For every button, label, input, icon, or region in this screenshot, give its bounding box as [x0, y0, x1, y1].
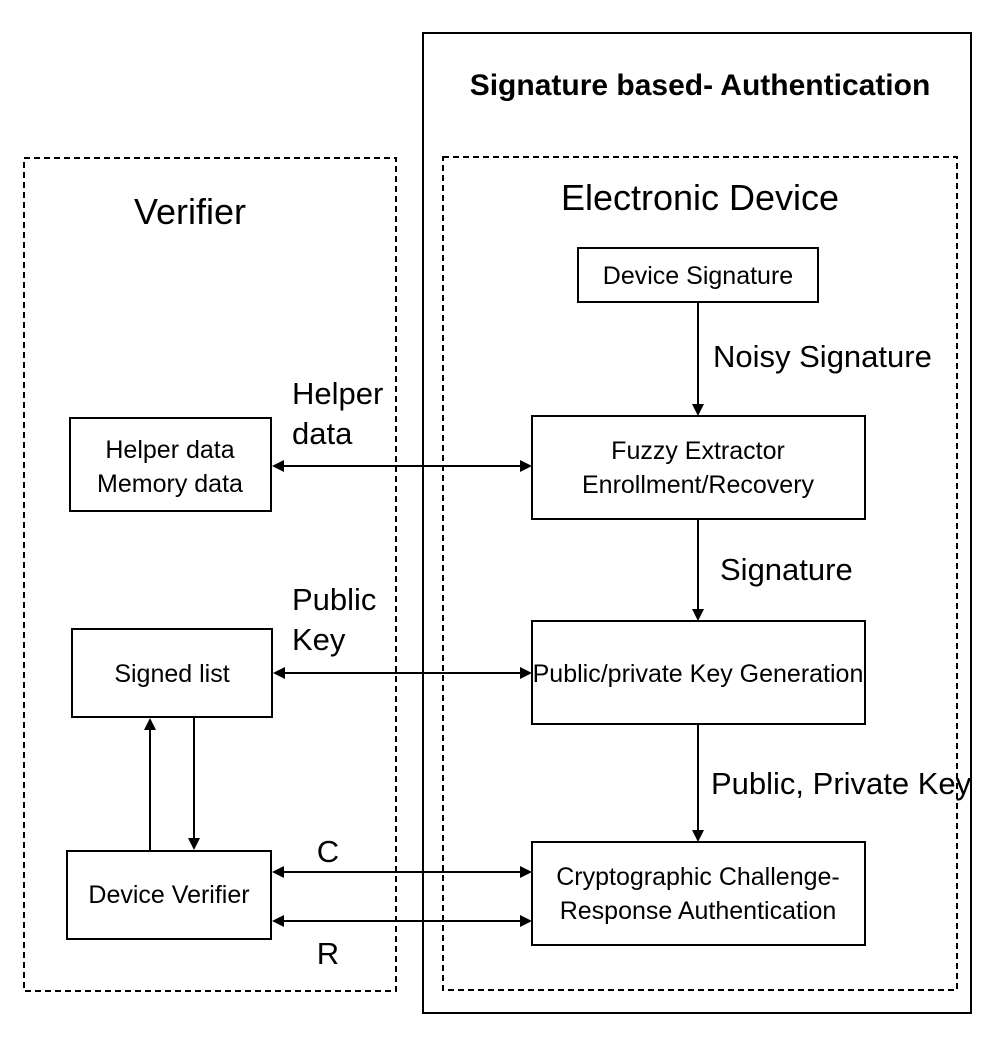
fuzzy-extractor-line2: Enrollment/Recovery: [582, 471, 815, 499]
helper-memory-box: [69, 417, 272, 512]
fuzzy-extractor-line1: Fuzzy Extractor: [611, 437, 785, 465]
helper-box-line1: Helper data: [105, 436, 234, 464]
signed-list-box: [71, 628, 273, 718]
signed-list-text: Signed list: [114, 660, 229, 688]
crypto-auth-line1: Cryptographic Challenge-: [556, 863, 839, 891]
challenge-label: C: [317, 834, 339, 869]
helper-box-line2: Memory data: [97, 470, 243, 498]
signature-label: Signature: [720, 552, 853, 587]
device-verifier-box: [66, 850, 272, 940]
key-generation-box: [531, 620, 866, 725]
key-generation-text: Public/private Key Generation: [533, 660, 864, 688]
authentication-frame: [422, 32, 972, 1014]
electronic-device-group: [442, 156, 958, 991]
noisy-signature-label: Noisy Signature: [713, 339, 932, 374]
diagram-title: Signature based- Authentication: [470, 69, 931, 102]
verifier-group: [23, 157, 397, 992]
device-signature-text: Device Signature: [603, 262, 793, 290]
public-private-key-label: Public, Private Key: [711, 766, 972, 801]
fuzzy-extractor-box: [531, 415, 866, 520]
helper-data-label-line1: Helper: [292, 376, 383, 411]
public-key-label-line2: Key: [292, 622, 346, 657]
public-key-label-line1: Public: [292, 582, 376, 617]
device-signature-box: [577, 247, 819, 303]
helper-data-label-line2: data: [292, 416, 353, 451]
response-label: R: [317, 936, 339, 971]
crypto-auth-line2: Response Authentication: [560, 897, 837, 925]
device-verifier-text: Device Verifier: [88, 881, 249, 909]
electronic-device-label: Electronic Device: [561, 177, 839, 218]
verifier-label: Verifier: [134, 191, 246, 232]
crypto-auth-box: [531, 841, 866, 946]
